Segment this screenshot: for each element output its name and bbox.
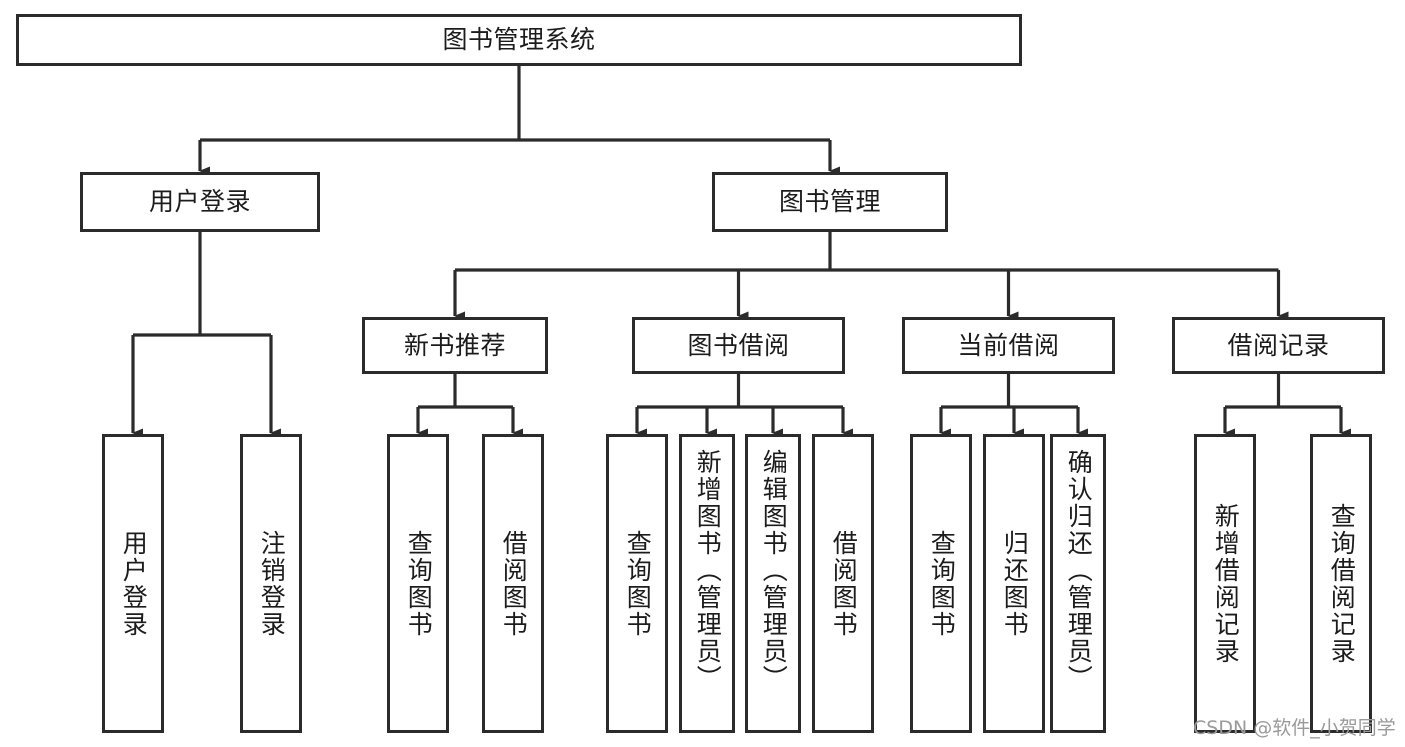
node-label-leaf-add-book: 新增图书（管理员） (693, 449, 723, 692)
node-leaf-confirm-return[interactable]: 确认归还（管理员） (1050, 434, 1106, 733)
node-label-book-borrow: 图书借阅 (687, 330, 790, 360)
node-leaf-edit-book[interactable]: 编辑图书（管理员） (745, 434, 801, 733)
node-label-leaf-user-login: 用户登录 (119, 529, 149, 638)
node-borrow-record[interactable]: 借阅记录 (1172, 317, 1385, 374)
node-label-leaf-borrow-book-b: 借阅图书 (829, 529, 859, 638)
node-book-borrow[interactable]: 图书借阅 (632, 317, 845, 374)
node-label-current-borrow: 当前借阅 (957, 330, 1060, 360)
node-label-leaf-logout: 注销登录 (257, 529, 287, 638)
node-label-leaf-add-record: 新增借阅记录 (1211, 502, 1241, 665)
node-leaf-query-book-c[interactable]: 查询图书 (910, 434, 972, 733)
node-label-leaf-query-book-a: 查询图书 (404, 529, 434, 638)
node-label-new-book-rec: 新书推荐 (403, 330, 506, 360)
node-leaf-user-login[interactable]: 用户登录 (102, 434, 164, 733)
node-label-leaf-borrow-book-a: 借阅图书 (499, 529, 529, 638)
node-leaf-query-record[interactable]: 查询借阅记录 (1310, 434, 1372, 733)
node-label-leaf-query-record: 查询借阅记录 (1327, 502, 1357, 665)
node-label-leaf-query-book-b: 查询图书 (623, 529, 653, 638)
node-leaf-borrow-book-b[interactable]: 借阅图书 (812, 434, 874, 733)
node-root[interactable]: 图书管理系统 (16, 14, 1022, 66)
node-new-book-rec[interactable]: 新书推荐 (362, 317, 548, 374)
node-leaf-return-book[interactable]: 归还图书 (983, 434, 1045, 733)
node-label-user-login: 用户登录 (148, 187, 251, 217)
node-leaf-add-record[interactable]: 新增借阅记录 (1194, 434, 1256, 733)
node-current-borrow[interactable]: 当前借阅 (902, 317, 1115, 374)
node-label-book-manage: 图书管理 (778, 187, 881, 217)
node-leaf-borrow-book-a[interactable]: 借阅图书 (482, 434, 544, 733)
node-leaf-logout[interactable]: 注销登录 (240, 434, 302, 733)
connector-group (131, 66, 1351, 438)
node-user-login[interactable]: 用户登录 (80, 172, 320, 232)
node-label-leaf-edit-book: 编辑图书（管理员） (759, 449, 789, 692)
node-label-borrow-record: 借阅记录 (1227, 330, 1330, 360)
node-book-manage[interactable]: 图书管理 (712, 172, 948, 232)
node-leaf-add-book[interactable]: 新增图书（管理员） (679, 434, 735, 733)
node-label-leaf-return-book: 归还图书 (1000, 529, 1030, 638)
node-leaf-query-book-a[interactable]: 查询图书 (387, 434, 449, 733)
node-label-root: 图书管理系统 (442, 25, 596, 55)
node-label-leaf-query-book-c: 查询图书 (927, 529, 957, 638)
node-leaf-query-book-b[interactable]: 查询图书 (606, 434, 668, 733)
node-label-leaf-confirm-return: 确认归还（管理员） (1064, 449, 1094, 692)
